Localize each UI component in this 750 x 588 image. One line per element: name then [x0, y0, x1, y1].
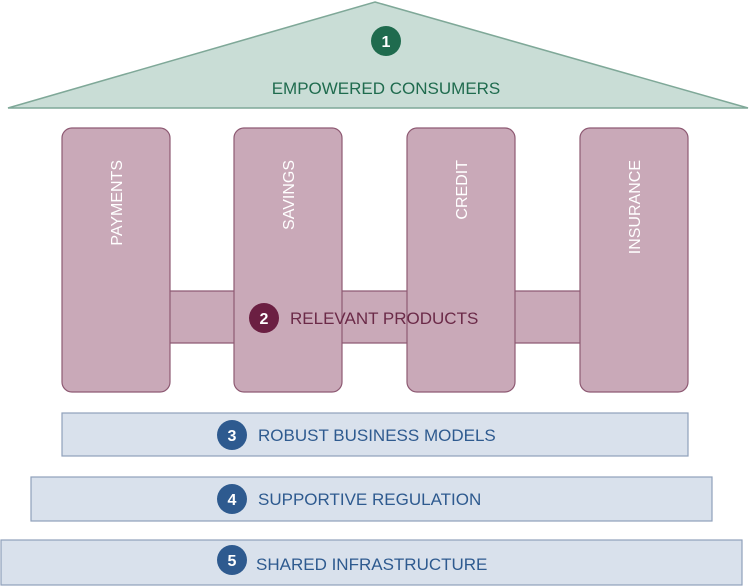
tier-business-models-number: 3 — [228, 428, 237, 445]
pillar-payments-label: PAYMENTS — [109, 160, 126, 246]
tier-supportive-regulation-label: SUPPORTIVE REGULATION — [258, 490, 481, 509]
roof-number: 1 — [382, 34, 391, 51]
tier-supportive-regulation-number: 4 — [228, 492, 237, 509]
products-crossbar — [150, 291, 600, 343]
pillar-credit-column — [406, 127, 516, 393]
tier-shared-infrastructure: 5 SHARED INFRASTRUCTURE — [0, 539, 743, 586]
roof-number-badge — [371, 26, 401, 56]
pillar-insurance-label: INSURANCE — [627, 160, 644, 254]
pillar-payments-column — [61, 127, 171, 393]
tier-business-models-badge — [217, 420, 247, 450]
roof-triangle — [7, 1, 749, 109]
pillar-credit: CREDIT — [406, 127, 516, 393]
tier-shared-infrastructure-bar — [0, 539, 743, 586]
tier-shared-infrastructure-badge — [217, 545, 247, 575]
roof-label: EMPOWERED CONSUMERS — [272, 79, 501, 98]
pillar-savings-label: SAVINGS — [281, 160, 298, 230]
products-label: RELEVANT PRODUCTS — [290, 309, 478, 328]
tier-supportive-regulation-badge — [217, 484, 247, 514]
products-number-badge — [249, 303, 279, 333]
pillar-credit-label: CREDIT — [454, 160, 471, 220]
pillar-insurance-column — [579, 127, 689, 393]
tier-shared-infrastructure-label: SHARED INFRASTRUCTURE — [256, 555, 487, 574]
tier-supportive-regulation-bar — [30, 476, 713, 522]
tier-business-models-bar — [61, 412, 689, 457]
tier-business-models: 3 ROBUST BUSINESS MODELS — [61, 412, 689, 457]
roof: 1 EMPOWERED CONSUMERS — [7, 1, 749, 109]
pillar-insurance: INSURANCE — [579, 127, 689, 393]
tier-shared-infrastructure-number: 5 — [228, 553, 237, 570]
pillar-savings: SAVINGS — [233, 127, 343, 393]
tier-supportive-regulation: 4 SUPPORTIVE REGULATION — [30, 476, 713, 522]
pillar-structure: PAYMENTS SAVINGS CREDIT INSURANCE 2 RELE… — [61, 127, 689, 393]
pillar-payments: PAYMENTS — [61, 127, 171, 393]
tier-business-models-label: ROBUST BUSINESS MODELS — [258, 426, 496, 445]
products-number: 2 — [260, 311, 269, 328]
